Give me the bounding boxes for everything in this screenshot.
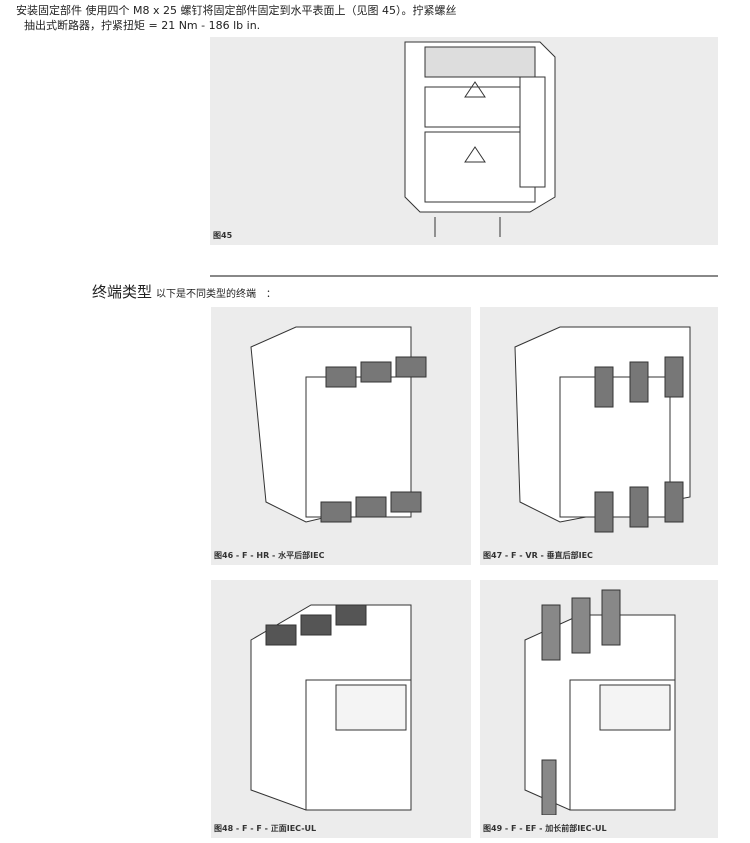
intro-line-1: 安装固定部件 使用四个 M8 x 25 螺钉将固定部件固定到水平表面上（见图 4… <box>16 4 457 17</box>
figure-46: 图46 - F - HR - 水平后部IEC <box>211 307 471 565</box>
fixed-part-illustration <box>404 41 556 237</box>
figure-46-caption: 图46 - F - HR - 水平后部IEC <box>214 551 325 560</box>
section-subtitle: 以下是不同类型的终端 ： <box>156 289 277 300</box>
vr-terminal-illustration <box>514 326 691 533</box>
figure-47-caption: 图47 - F - VR - 垂直后部IEC <box>483 551 593 560</box>
figure-45: 图45 <box>210 37 718 245</box>
figure-49: 图49 - F - EF - 加长前部IEC-UL <box>480 580 718 838</box>
ef-terminal-illustration <box>524 589 676 815</box>
hr-terminal-illustration <box>250 326 427 523</box>
figure-47: 图47 - F - VR - 垂直后部IEC <box>480 307 718 565</box>
section-divider <box>210 275 718 277</box>
section-title: 终端类型 <box>92 283 153 301</box>
figure-45-caption: 图45 <box>213 231 233 240</box>
section-heading: 终端类型以下是不同类型的终端 ： <box>92 281 276 302</box>
figure-48-caption: 图48 - F - F - 正面IEC-UL <box>214 824 317 833</box>
intro-line-2: 抽出式断路器，拧紧扭矩 = 21 Nm - 186 lb in. <box>24 19 261 32</box>
figure-49-caption: 图49 - F - EF - 加长前部IEC-UL <box>483 824 607 833</box>
f-terminal-illustration <box>250 604 412 811</box>
figure-48: 图48 - F - F - 正面IEC-UL <box>211 580 471 838</box>
